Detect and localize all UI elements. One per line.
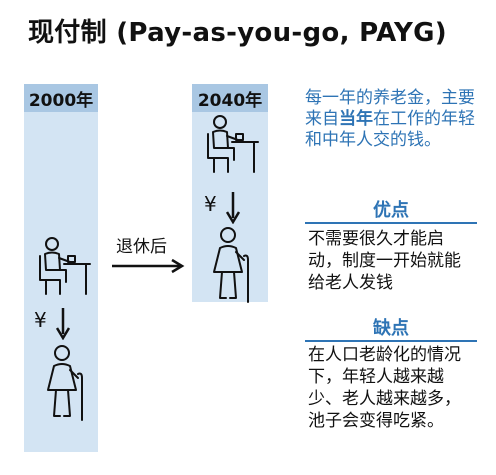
transition-label: 退休后	[116, 237, 167, 257]
page-title: 现付制 (Pay-as-you-go, PAYG)	[28, 18, 447, 48]
worker-at-desk-icon	[207, 115, 259, 173]
description-emphasis: 当年	[339, 109, 373, 129]
worker-at-desk-icon	[39, 237, 91, 295]
down-arrow-icon	[56, 308, 70, 340]
down-arrow-icon	[226, 192, 240, 224]
column-2040-label: 2040年	[192, 84, 268, 112]
column-2040: 2040年	[192, 84, 268, 302]
elderly-with-cane-icon	[213, 227, 249, 303]
yen-symbol: ¥	[34, 308, 47, 332]
yen-symbol: ¥	[204, 192, 217, 216]
column-2000-label: 2000年	[24, 84, 98, 112]
description-part1: 每一年的养老金，主要来自	[305, 88, 475, 129]
description: 每一年的养老金，主要来自当年在工作的年轻和中年人交的钱。	[305, 88, 477, 151]
pros-title: 优点	[373, 200, 409, 221]
elderly-with-cane-icon	[47, 345, 83, 421]
right-arrow-icon	[112, 258, 185, 274]
pros-text: 不需要很久才能启动，制度一开始就能给老人发钱	[308, 229, 461, 293]
cons-title: 缺点	[373, 318, 409, 339]
cons-text: 在人口老龄化的情况下，年轻人越来越少、老人越来越多，池子会变得吃紧。	[308, 345, 461, 431]
description-part2: 在工作的年轻和中年人交的钱。	[305, 109, 475, 150]
pros-divider	[305, 222, 477, 224]
cons-divider	[305, 340, 477, 342]
